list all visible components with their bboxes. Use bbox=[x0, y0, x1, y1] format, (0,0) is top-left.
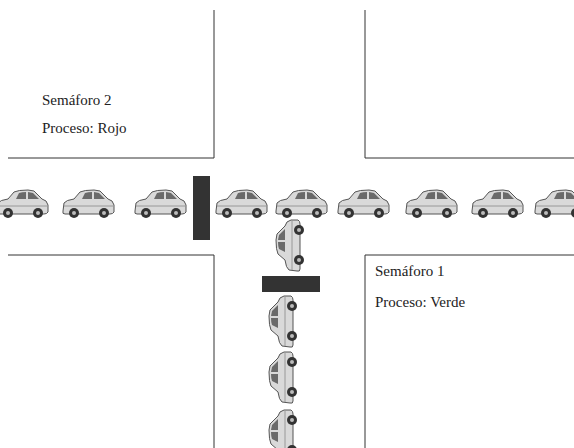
block-edge bbox=[8, 255, 214, 448]
traffic-barrier bbox=[262, 276, 320, 292]
process-state: Proceso: Verde bbox=[375, 293, 465, 311]
car bbox=[338, 190, 389, 218]
car bbox=[269, 352, 297, 403]
block-edge bbox=[365, 10, 574, 158]
street-edges bbox=[8, 10, 574, 448]
car bbox=[535, 190, 574, 218]
car bbox=[472, 190, 523, 218]
horizontal-car-row bbox=[0, 190, 574, 218]
light-name: Semáforo 2 bbox=[42, 91, 112, 109]
car bbox=[63, 190, 114, 218]
block-edge bbox=[8, 10, 214, 158]
car bbox=[0, 190, 48, 218]
vertical-car-column bbox=[269, 220, 304, 448]
traffic-barrier bbox=[193, 176, 210, 240]
car bbox=[276, 220, 304, 271]
process-state: Proceso: Rojo bbox=[42, 119, 127, 137]
car bbox=[216, 190, 267, 218]
car bbox=[406, 190, 457, 218]
light-name: Semáforo 1 bbox=[375, 262, 445, 280]
block-edge bbox=[365, 255, 574, 448]
car bbox=[276, 190, 327, 218]
car bbox=[269, 410, 297, 448]
car bbox=[135, 190, 186, 218]
car bbox=[269, 296, 297, 347]
